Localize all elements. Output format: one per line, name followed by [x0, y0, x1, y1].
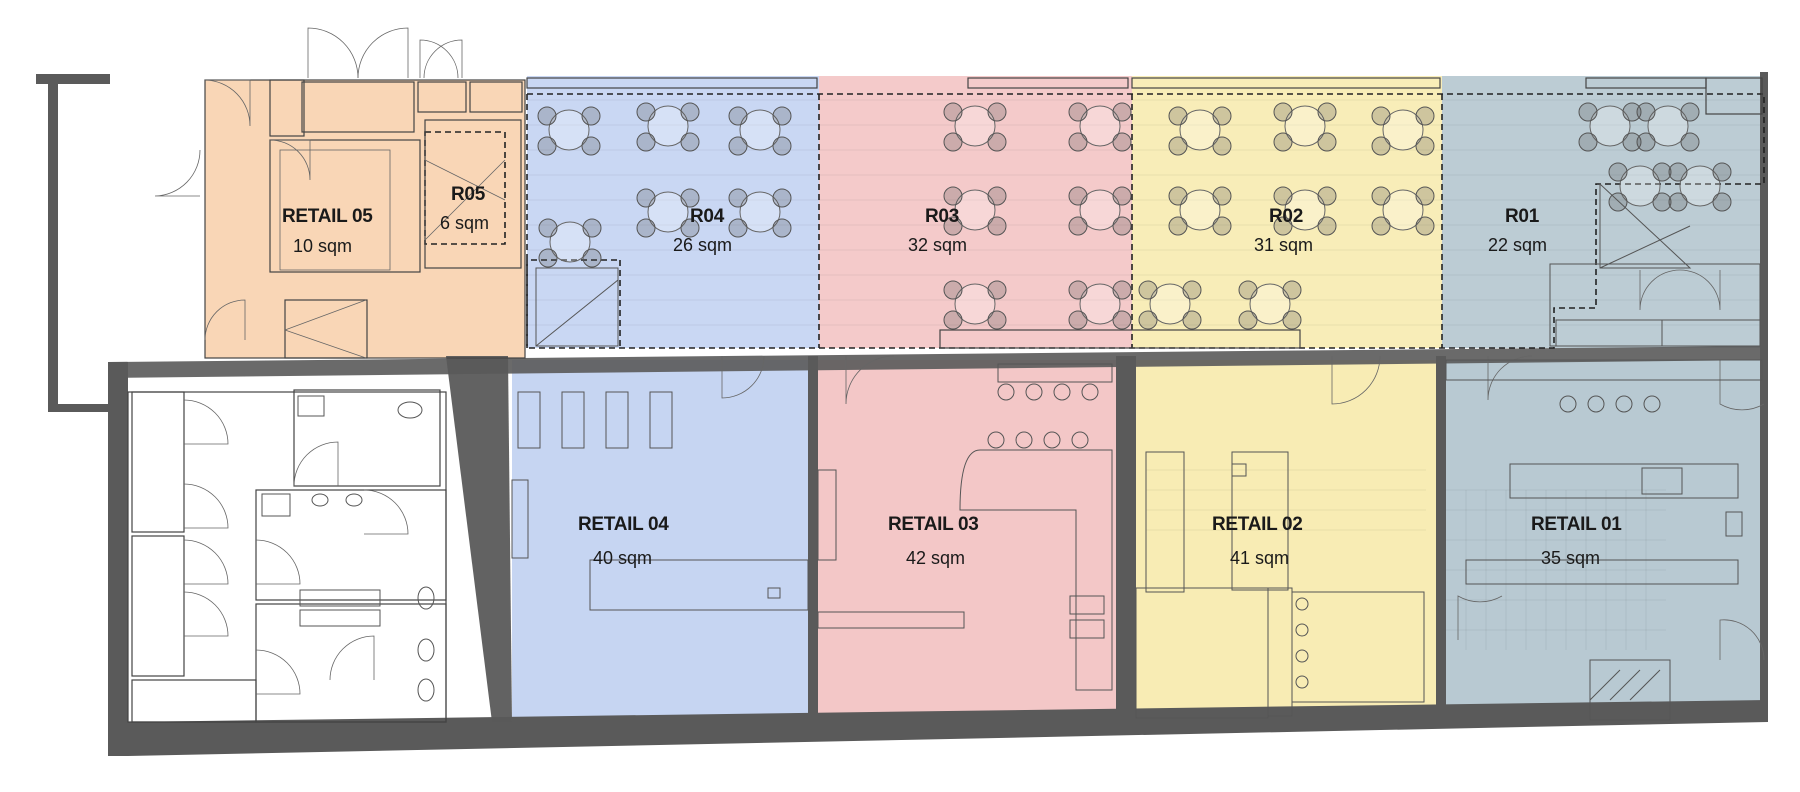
zone-r01[interactable] [1442, 76, 1764, 348]
label-retail-04-area: 40 sqm [593, 548, 652, 568]
label-retail-05-title: RETAIL 05 [282, 206, 373, 227]
label-retail-01-area: 35 sqm [1541, 548, 1600, 568]
table-set [1668, 162, 1732, 212]
table-set [1636, 102, 1700, 152]
label-r04-area: 26 sqm [673, 235, 732, 255]
retail-01-furniture [1445, 182, 1763, 721]
zone-r02[interactable] [1132, 76, 1442, 348]
label-retail-01-title: RETAIL 01 [1531, 514, 1622, 535]
label-r01-area: 22 sqm [1488, 235, 1547, 255]
table-set [1168, 106, 1232, 156]
table-set [1273, 186, 1337, 236]
label-retail-05-area: 10 sqm [293, 236, 352, 256]
zone-retail-02[interactable] [1136, 360, 1436, 722]
table-set [1068, 186, 1132, 236]
table-set [1371, 186, 1435, 236]
terrace-tables [537, 102, 1732, 330]
table-set [538, 218, 602, 268]
label-retail-03-title: RETAIL 03 [888, 514, 979, 535]
table-set [1608, 162, 1672, 212]
table-set [1371, 106, 1435, 156]
label-r04-title: R04 [690, 206, 725, 227]
toilet-block [127, 389, 447, 723]
zone-retail-01[interactable] [1446, 360, 1766, 722]
table-set [943, 102, 1007, 152]
zone-retail-04[interactable] [512, 360, 808, 722]
table-set [1138, 280, 1202, 330]
table-set [537, 106, 601, 156]
retail-04-furniture [511, 267, 809, 611]
table-set [1168, 186, 1232, 236]
table-set [1068, 280, 1132, 330]
table-set [636, 188, 700, 238]
terrace-boundaries [424, 93, 1765, 349]
retail-05-walls [204, 79, 526, 359]
label-r01-title: R01 [1505, 206, 1540, 227]
zone-retail-05[interactable] [205, 80, 525, 358]
label-retail-03-area: 42 sqm [906, 548, 965, 568]
fascia [526, 77, 1763, 349]
table-set [728, 106, 792, 156]
table-set [1578, 102, 1642, 152]
label-r03-area: 32 sqm [908, 235, 967, 255]
table-set [943, 186, 1007, 236]
label-r02-area: 31 sqm [1254, 235, 1313, 255]
outer-walls [36, 72, 1768, 756]
label-r03-title: R03 [925, 206, 959, 227]
table-set [1273, 102, 1337, 152]
zone-retail-03[interactable] [818, 360, 1116, 722]
label-r05-area: 6 sqm [440, 213, 489, 233]
zone-r04[interactable] [527, 76, 819, 348]
room-labels: RETAIL 05 10 sqm R05 6 sqm R04 26 sqm R0… [282, 184, 1623, 568]
label-r02-title: R02 [1269, 206, 1303, 227]
label-r05-title: R05 [451, 184, 486, 205]
retail-03-furniture [817, 363, 1113, 691]
zone-fills [205, 76, 1766, 722]
label-retail-04-title: RETAIL 04 [578, 514, 669, 535]
retail-02-furniture [1135, 451, 1425, 719]
table-set [1238, 280, 1302, 330]
label-retail-02-title: RETAIL 02 [1212, 514, 1303, 535]
label-retail-02-area: 41 sqm [1230, 548, 1289, 568]
table-set [943, 280, 1007, 330]
table-set [1068, 102, 1132, 152]
table-set [728, 188, 792, 238]
table-set [636, 102, 700, 152]
doors [154, 27, 1765, 661]
